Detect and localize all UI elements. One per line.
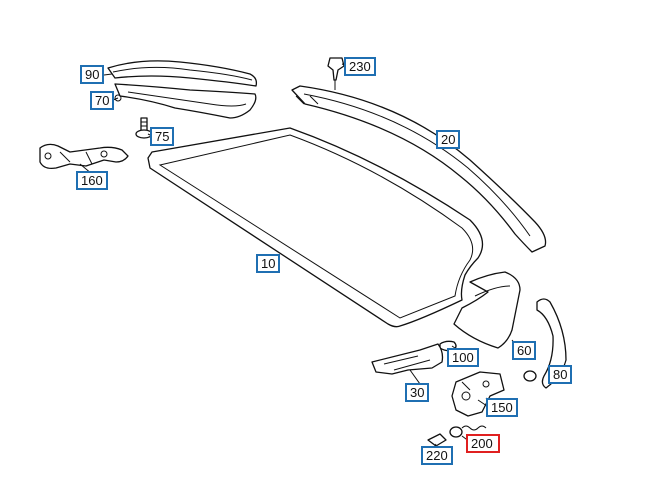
part-30-bracket-plate: [371, 343, 444, 375]
part-90-trim-strip: [107, 60, 258, 87]
callout-10[interactable]: 10: [256, 254, 281, 273]
part-200-spring: [449, 425, 487, 438]
part-230-clip: [327, 57, 345, 90]
callout-75[interactable]: 75: [150, 127, 175, 146]
callout-90[interactable]: 90: [80, 65, 105, 84]
part-10-shelf-panel: [147, 127, 484, 328]
callout-230[interactable]: 230: [344, 57, 376, 76]
part-160-hinge-bracket: [39, 143, 129, 170]
callout-200[interactable]: 200: [466, 434, 500, 453]
callout-100[interactable]: 100: [447, 348, 479, 367]
callout-80[interactable]: 80: [548, 365, 573, 384]
callout-20[interactable]: 20: [436, 130, 461, 149]
callout-60[interactable]: 60: [512, 341, 537, 360]
callout-160[interactable]: 160: [76, 171, 108, 190]
callout-220[interactable]: 220: [421, 446, 453, 465]
part-220-clip: [427, 433, 447, 447]
part-60-side-trim: [453, 271, 521, 349]
callout-150[interactable]: 150: [486, 398, 518, 417]
part-70-trim-panel: [114, 83, 257, 119]
callout-30[interactable]: 30: [405, 383, 430, 402]
callout-70[interactable]: 70: [90, 91, 115, 110]
